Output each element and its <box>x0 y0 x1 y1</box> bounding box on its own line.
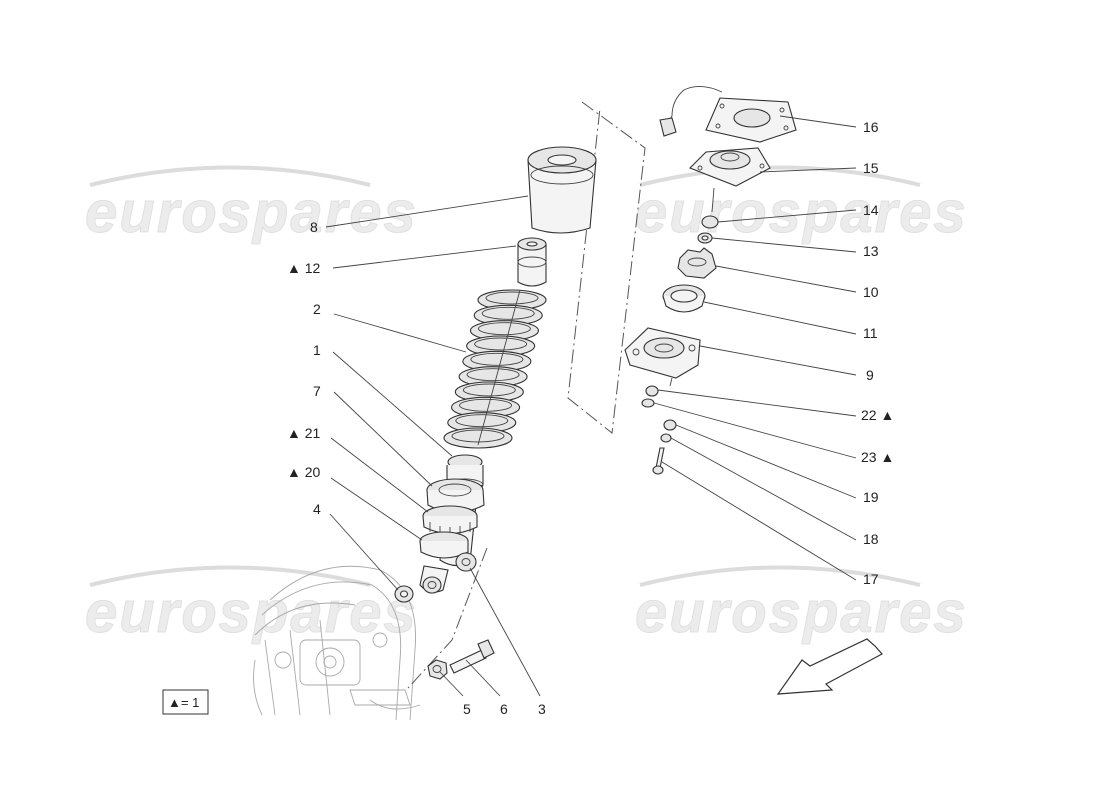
watermark-swoosh <box>89 165 371 187</box>
spring-cup <box>662 284 706 313</box>
bolt <box>652 447 665 475</box>
spring-coil-inner <box>451 429 505 443</box>
spring-coil-inner <box>477 322 531 336</box>
lock-ring <box>422 505 478 538</box>
bump-stop <box>517 237 547 287</box>
shock-absorber-assembly <box>394 146 597 680</box>
callout-9: 9 <box>866 367 874 383</box>
washer <box>701 187 719 229</box>
callout-10: 10 <box>863 284 879 300</box>
callout-17: 17 <box>863 571 879 587</box>
callout-23: 23 ▲ <box>861 449 894 465</box>
callout-19: 19 <box>863 489 879 505</box>
spring-coil-inner <box>455 414 509 428</box>
callout-3: 3 <box>538 701 546 717</box>
callout-20: ▲ 20 <box>287 464 321 480</box>
spring-coil-inner <box>466 368 520 382</box>
nut <box>697 232 713 244</box>
watermarks: eurospares eurospares eurospares eurospa… <box>85 165 968 646</box>
callout-16: 16 <box>863 119 879 135</box>
callout-4: 4 <box>313 501 321 517</box>
legend: ▲= 1 <box>162 689 209 715</box>
callout-13: 13 <box>863 243 879 259</box>
watermark-text: eurospares <box>85 580 418 645</box>
watermark-swoosh <box>639 565 921 587</box>
callout-6: 6 <box>500 701 508 717</box>
watermark-text: eurospares <box>635 580 968 645</box>
spring-coil <box>443 427 513 449</box>
direction-arrow <box>776 638 883 695</box>
mounting-bracket <box>624 327 701 387</box>
callout-18: 18 <box>863 531 879 547</box>
callout-labels: 8 ▲ 12 2 1 7 ▲ 21 ▲ 20 4 5 6 3 16 15 14 … <box>287 119 894 717</box>
adjusting-ring <box>419 531 469 559</box>
spring-coil-inner <box>462 383 516 397</box>
dust-cover <box>527 146 597 234</box>
bushing <box>455 552 477 572</box>
callout-14: 14 <box>863 202 879 218</box>
washer <box>660 433 672 443</box>
callout-11: 11 <box>863 325 878 341</box>
direction-arrow-icon <box>776 638 883 695</box>
leader-lines <box>325 115 857 697</box>
callout-21: ▲ 21 <box>287 425 321 441</box>
washer <box>394 585 414 603</box>
callout-7: 7 <box>313 383 321 399</box>
washer <box>663 419 677 431</box>
assembly-axis-line <box>567 101 646 434</box>
piston-rod-visible <box>477 289 521 446</box>
callout-15: 15 <box>863 160 879 176</box>
callout-2: 2 <box>313 301 321 317</box>
rubber-buffer <box>677 247 717 279</box>
legend-text: ▲= 1 <box>168 695 199 710</box>
legend-box <box>162 689 209 715</box>
callout-5: 5 <box>463 701 471 717</box>
spring-coil-inner <box>474 337 528 351</box>
top-mount-assembly <box>624 86 797 475</box>
nut <box>641 398 655 408</box>
spring-coil-inner <box>481 306 535 320</box>
assembly-lines <box>407 101 646 689</box>
shock-lower-eye <box>419 565 449 594</box>
spring-coil-inner <box>485 291 539 305</box>
callout-1: 1 <box>313 342 321 358</box>
washer <box>645 385 659 397</box>
watermark-swoosh <box>639 165 921 187</box>
watermark-swoosh <box>89 565 371 587</box>
callout-8: 8 <box>310 219 318 235</box>
watermark-text: eurospares <box>635 180 968 245</box>
callout-12: ▲ 12 <box>287 260 321 276</box>
bolt <box>449 639 495 674</box>
mounting-plate-with-sensor <box>659 86 797 143</box>
assembly-axis-line <box>407 547 488 689</box>
callout-22: 22 ▲ <box>861 407 894 423</box>
spring-coil-inner <box>470 352 524 366</box>
upper-mount <box>689 147 771 187</box>
spring-coil-inner <box>459 398 513 412</box>
coil-spring <box>443 289 547 449</box>
watermark-text: eurospares <box>85 180 418 245</box>
